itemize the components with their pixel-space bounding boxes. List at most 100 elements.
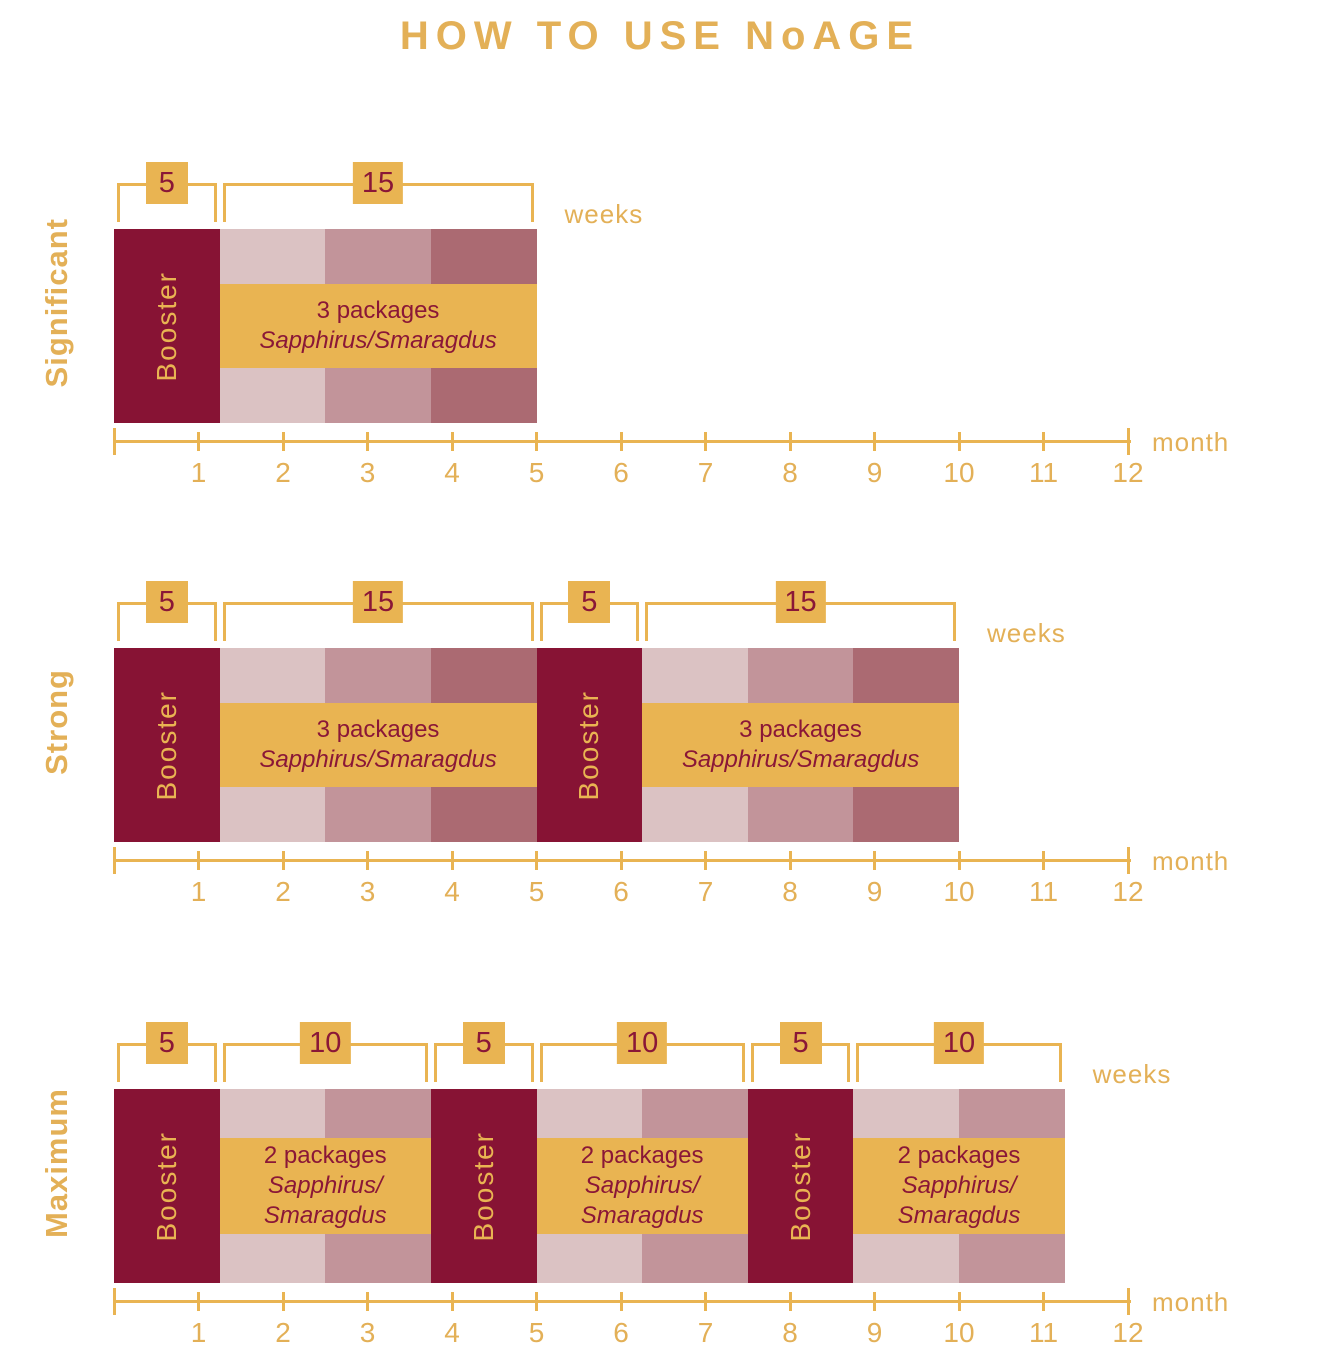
row-label-maximum: Maximum: [26, 1043, 88, 1283]
bracket-end-right: [741, 1043, 745, 1082]
bracket-end-left: [433, 1043, 437, 1082]
axis-tick: [1126, 847, 1130, 874]
bracket-end-right: [213, 1043, 217, 1082]
month-axis: [114, 440, 1131, 443]
bracket-end-left: [645, 602, 649, 641]
month-number: 3: [359, 457, 376, 488]
month-unit-label: month: [1152, 1287, 1230, 1317]
week-count-badge: 5: [568, 581, 611, 623]
month-number: 11: [1028, 876, 1059, 907]
bracket-end-left: [539, 1043, 543, 1082]
month-number: 4: [444, 876, 460, 907]
axis-tick: [281, 851, 285, 870]
bracket-end-right: [530, 602, 534, 641]
month-number: 8: [782, 1317, 798, 1348]
axis-tick: [788, 851, 792, 870]
month-number: 5: [528, 876, 545, 907]
week-count-badge: 15: [352, 581, 404, 623]
month-number: 9: [866, 1317, 883, 1348]
axis-tick: [957, 851, 961, 870]
month-number: 12: [1112, 1317, 1144, 1348]
bracket-end-left: [117, 183, 120, 222]
month-number: 11: [1028, 457, 1059, 488]
bracket-end-right: [213, 183, 217, 222]
month-number: 5: [528, 457, 545, 488]
axis-tick: [619, 851, 623, 870]
axis-tick: [619, 1292, 623, 1311]
axis-tick: [450, 432, 454, 451]
axis-tick: [704, 851, 707, 870]
week-count-badge: 10: [616, 1022, 668, 1064]
axis-tick: [1126, 428, 1130, 455]
axis-tick: [112, 1288, 116, 1315]
booster-segment: Booster: [114, 1089, 220, 1283]
axis-tick: [788, 432, 792, 451]
axis-tick: [535, 1292, 538, 1311]
package-band-line: Smaragdus: [263, 1202, 387, 1229]
month-axis: [114, 859, 1131, 862]
bracket-end-left: [117, 1043, 120, 1082]
week-count-badge: 15: [352, 162, 404, 204]
month-axis: [114, 1300, 1131, 1303]
row-label-text: Strong: [39, 669, 74, 775]
month-number: 1: [190, 1317, 207, 1348]
axis-tick: [366, 432, 369, 451]
month-number: 9: [866, 457, 883, 488]
row-label-text: Significant: [39, 218, 74, 388]
bracket-end-right: [953, 602, 956, 641]
bracket-end-left: [750, 1043, 754, 1082]
axis-tick: [112, 428, 116, 455]
week-count-badge: 5: [462, 1022, 505, 1064]
week-count-badge: 10: [933, 1022, 985, 1064]
bracket-end-right: [424, 1043, 428, 1082]
package-band-line: 3 packages: [316, 716, 440, 743]
axis-tick: [873, 1292, 876, 1311]
package-band-line: Sapphirus/Smaragdus: [259, 327, 497, 354]
page-title: HOW TO USE NoAGE: [399, 14, 921, 58]
month-number: 2: [275, 876, 291, 907]
package-band-line: Smaragdus: [897, 1202, 1021, 1229]
axis-tick: [450, 1292, 454, 1311]
month-number: 5: [528, 1317, 545, 1348]
bracket-end-right: [636, 602, 640, 641]
bracket-end-right: [530, 183, 534, 222]
axis-tick: [197, 851, 200, 870]
axis-tick: [1042, 1292, 1045, 1311]
week-count-badge: 10: [300, 1022, 351, 1064]
booster-segment: Booster: [536, 648, 643, 842]
axis-tick: [1042, 432, 1045, 451]
bracket-end-left: [856, 1043, 860, 1082]
bracket-end-left: [117, 602, 120, 641]
month-number: 7: [697, 876, 714, 907]
month-number: 6: [613, 1317, 629, 1348]
axis-tick: [788, 1292, 792, 1311]
package-band-line: Sapphirus/: [901, 1172, 1017, 1199]
month-number: 8: [782, 876, 798, 907]
bracket-end-left: [222, 183, 226, 222]
axis-tick: [366, 1292, 369, 1311]
month-number: 11: [1028, 1317, 1059, 1348]
row-label-text: Maximum: [39, 1088, 74, 1238]
axis-tick: [873, 851, 876, 870]
month-number: 10: [943, 457, 975, 488]
month-number: 1: [190, 457, 207, 488]
package-band-line: Sapphirus/Smaragdus: [681, 746, 920, 773]
axis-tick: [197, 1292, 200, 1311]
axis-tick: [366, 851, 369, 870]
month-unit-label: month: [1152, 846, 1230, 876]
week-count-badge: 5: [145, 1022, 188, 1064]
axis-tick: [535, 851, 538, 870]
booster-segment: Booster: [114, 648, 220, 842]
bracket-end-right: [530, 1043, 534, 1082]
booster-label: Booster: [150, 270, 182, 382]
month-number: 8: [782, 457, 798, 488]
package-band-line: Smaragdus: [580, 1202, 704, 1229]
month-number: 12: [1112, 876, 1144, 907]
weeks-unit-label: weeks: [564, 199, 644, 229]
package-band-line: 3 packages: [316, 297, 440, 324]
